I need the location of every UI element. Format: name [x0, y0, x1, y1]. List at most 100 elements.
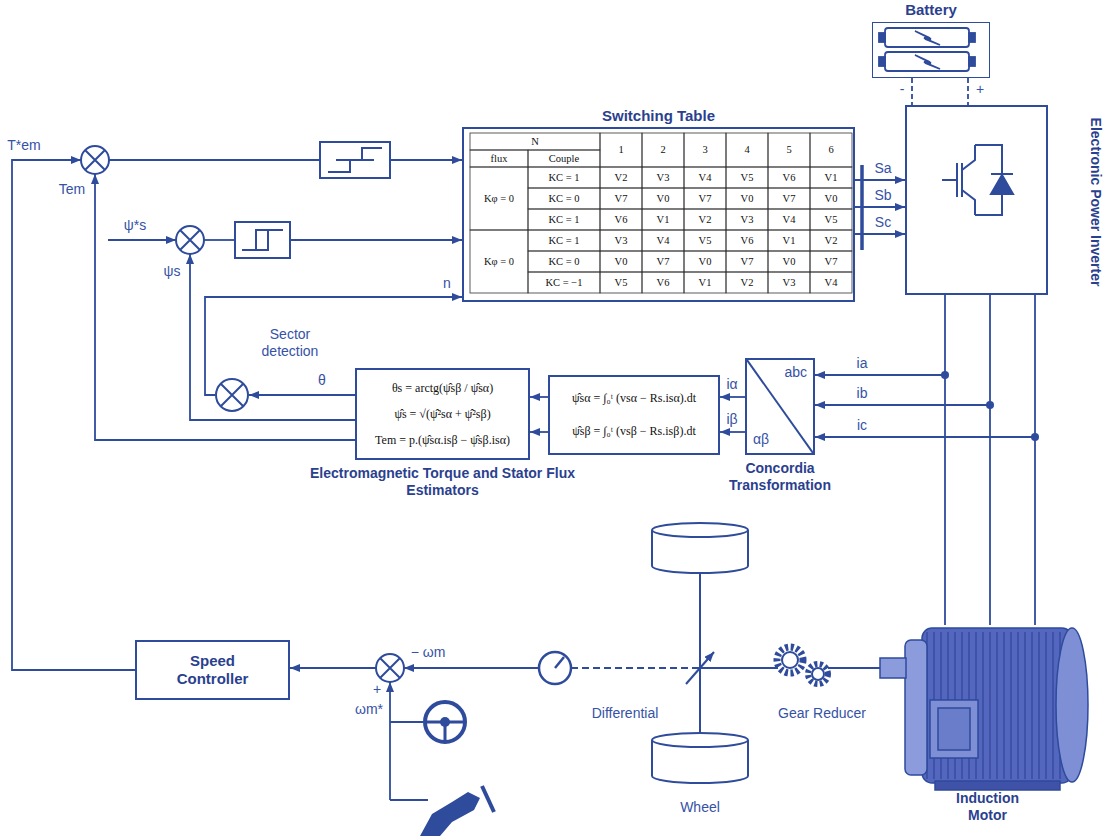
phase-wire: [1034, 295, 1036, 625]
table-cell: V6: [642, 277, 684, 289]
table-cell-border: [642, 209, 684, 230]
table-cell-border: [600, 167, 642, 188]
node-heading: Battery: [905, 1, 957, 19]
table-cell: 3: [684, 144, 726, 156]
table-cell-border: [470, 167, 528, 230]
table-cell-border: [810, 133, 852, 167]
table-cell: 5: [768, 144, 810, 156]
node-text: θs = arctg(ψ̂sβ / ψ̂sα): [392, 381, 493, 395]
table-cell-border: [768, 251, 810, 272]
connector-label: iα: [724, 377, 739, 392]
table-cell-border: [726, 167, 768, 188]
junction-cross: [180, 230, 200, 250]
connector-label: Sa: [872, 161, 893, 176]
speedometer-dial: [539, 652, 571, 684]
current-tap: [815, 436, 1035, 438]
frame-label: abc: [784, 364, 807, 381]
axle: [699, 573, 701, 733]
signal-label: ib: [857, 386, 868, 401]
battery-terminal: [969, 57, 975, 66]
table-cell: V6: [768, 172, 810, 184]
signal-label: − ωm: [411, 645, 446, 660]
concordia-box: abcαβConcordia Transformation: [745, 358, 815, 455]
phase-wire: [944, 295, 946, 625]
table-cell-border: [642, 188, 684, 209]
flux-error-wire: [204, 239, 235, 241]
summing-junction: [176, 226, 204, 254]
node-text: Speed Controller: [158, 652, 268, 688]
sector-detection-circle: Sector detection: [215, 378, 249, 412]
battery-pack: Battery: [872, 22, 990, 78]
table-cell: V5: [600, 277, 642, 289]
battery-cell: [885, 28, 969, 47]
table-cell-border: [528, 167, 600, 188]
motor-shaft-link: [828, 667, 880, 669]
junction-dot: [1031, 433, 1039, 441]
torque-comparator-box: [320, 142, 390, 178]
table-cell: 2: [642, 144, 684, 156]
pedal: [482, 786, 494, 812]
connector: [720, 431, 745, 433]
connector: [855, 206, 905, 208]
node-heading: Switching Table: [602, 107, 715, 125]
speed-controller-box: Speed Controller: [135, 640, 290, 700]
sector-circle-shape: [215, 378, 249, 412]
junction-cross: [380, 658, 400, 678]
table-cell-border: [600, 188, 642, 209]
table-cell-border: [470, 133, 600, 150]
table-cell: Kφ = 0: [470, 256, 528, 268]
summing-junction: [81, 146, 109, 174]
table-cell: V4: [768, 214, 810, 226]
gear-hub: [782, 652, 798, 668]
table-cell-border: [726, 230, 768, 251]
signal-label: ψ*s: [124, 218, 146, 233]
table-cell: KC = 1: [528, 235, 600, 247]
table-cell-border: [528, 188, 600, 209]
table-cell: V7: [768, 193, 810, 205]
table-cell-border: [768, 167, 810, 188]
igbt-gate: [942, 163, 957, 197]
table-cell: V2: [810, 235, 852, 247]
gear-teeth: [808, 664, 828, 684]
table-cell: V0: [684, 256, 726, 268]
table-cell-border: [528, 150, 600, 167]
table-cell-border: [810, 209, 852, 230]
table-cell: V2: [726, 277, 768, 289]
battery-bolt: [915, 55, 940, 69]
table-cell: Kφ = 0: [470, 193, 528, 205]
table-cell-border: [810, 251, 852, 272]
wheel-face: [652, 733, 748, 747]
hysteresis-comparators: [235, 142, 390, 258]
wheels: [652, 523, 748, 783]
signal-label: Gear Reducer: [778, 706, 866, 721]
table-cell: V1: [768, 235, 810, 247]
torque-feedback-wire: [95, 174, 355, 440]
table-cell-border: [684, 188, 726, 209]
connector: [911, 78, 913, 105]
table-cell-border: [684, 133, 726, 167]
speed-feedback-wire: [404, 667, 539, 669]
table-cell: V3: [768, 277, 810, 289]
signal-label: Differential: [592, 706, 659, 721]
frame-label: αβ: [753, 431, 769, 448]
table-cell: KC = −1: [528, 277, 600, 289]
table-cell-border: [684, 230, 726, 251]
connector-label: θ: [316, 373, 328, 388]
table-cell: 1: [600, 144, 642, 156]
table-cell-border: [726, 272, 768, 293]
node-text: ψ̂sβ = ∫₀ᵗ (vsβ − Rs.isβ).dt: [572, 424, 695, 438]
node-heading: Sector detection: [245, 326, 335, 360]
connector-label: Sb: [872, 188, 893, 203]
wheel-face: [652, 523, 748, 537]
table-cell-border: [810, 230, 852, 251]
signal-label: +: [976, 82, 984, 97]
table-cell-border: [768, 188, 810, 209]
signal-label: ia: [857, 356, 868, 371]
wiring: [12, 78, 1035, 800]
flux-state-wire: [290, 239, 462, 241]
battery-bolt: [915, 31, 940, 45]
table-cell: V7: [726, 256, 768, 268]
differential-symbol: [686, 652, 714, 684]
motor-shaft: [880, 658, 906, 678]
